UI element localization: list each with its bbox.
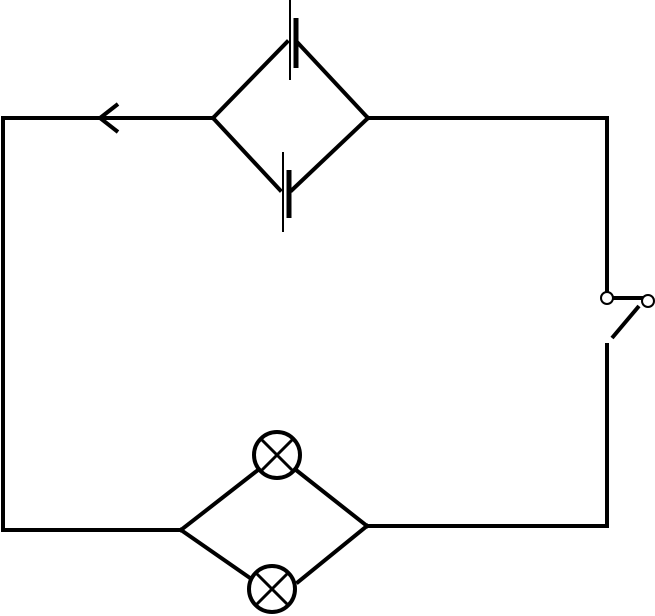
current-direction-arrow-icon bbox=[96, 102, 120, 134]
lamp-parallel-group bbox=[178, 430, 370, 614]
battery-top-branch-right bbox=[294, 39, 371, 121]
wire-bottom-right bbox=[365, 343, 609, 528]
switch-contact-right bbox=[641, 294, 655, 308]
lamp-top-branch-left bbox=[178, 467, 261, 533]
battery-top-cell-icon bbox=[289, 0, 299, 80]
wire-top-right bbox=[366, 116, 609, 300]
battery-parallel-group bbox=[210, 0, 371, 232]
battery-bottom-cell-icon bbox=[282, 152, 292, 232]
wire-left-loop bbox=[1, 116, 215, 532]
lamp-top-branch-right bbox=[293, 467, 370, 529]
lamp-bottom-branch-right bbox=[295, 523, 370, 585]
battery-bottom-branch-right bbox=[289, 115, 371, 193]
lamp-bottom-icon bbox=[247, 564, 297, 614]
battery-bottom-branch-left bbox=[210, 115, 283, 193]
switch-contact-left bbox=[600, 291, 614, 305]
lamp-top-icon bbox=[252, 430, 302, 480]
lamp-bottom-branch-left bbox=[178, 527, 253, 581]
switch-icon bbox=[600, 291, 655, 340]
wire-left bbox=[1, 116, 215, 532]
switch-blade bbox=[610, 304, 641, 340]
battery-top-branch-left bbox=[210, 39, 290, 121]
